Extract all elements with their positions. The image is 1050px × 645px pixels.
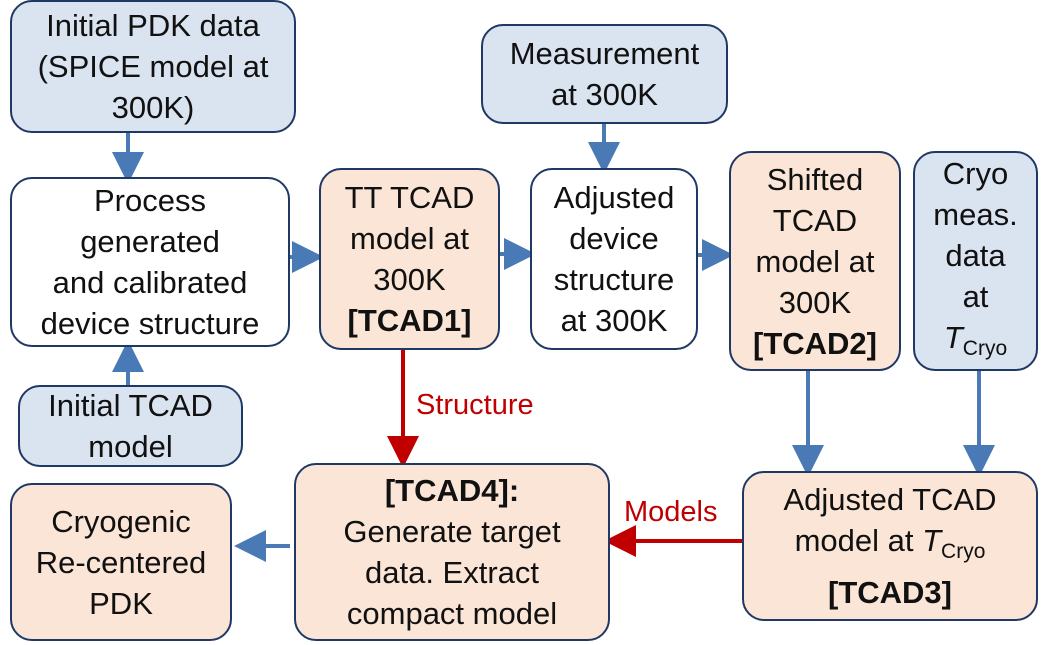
cryo-measurement-box: Cryo meas. data at TCryo [913, 151, 1038, 371]
t-subscript: Cryo [962, 337, 1008, 360]
box-text-line: Cryo [942, 156, 1009, 191]
box-text-line: model at TCryo [795, 520, 986, 572]
initial-pdk-box: Initial PDK data (SPICE model at 300K) [10, 0, 296, 133]
box-text-line: Cryogenic [51, 503, 191, 539]
box-text-line: device [569, 221, 659, 256]
box-text-line: Shifted [766, 161, 864, 197]
box-text-line: 300K [373, 262, 446, 297]
box-text-line: data [945, 238, 1006, 273]
models-label: Models [624, 496, 718, 528]
process-box: Process generated and calibrated device … [10, 177, 290, 347]
box-text-line: Adjusted TCAD [783, 482, 997, 517]
box-text-line: Re-centered [35, 544, 207, 580]
box-text-line: Measurement [509, 36, 700, 71]
cryogenic-pdk-box: Cryogenic Re-centered PDK [10, 483, 232, 641]
box-text-line: structure [553, 262, 675, 297]
box-text-line: Process [94, 183, 206, 218]
box-text-line: compact model [346, 596, 558, 631]
box-text-line: Adjusted [553, 180, 675, 215]
box-text-line: at [962, 279, 989, 314]
tcad1-box: TT TCAD model at 300K [TCAD1] [319, 168, 500, 350]
tcad4-tag: [TCAD4]: [384, 473, 520, 508]
measurement-box: Measurement at 300K [481, 24, 728, 124]
tcad3-tag: [TCAD3] [828, 575, 952, 610]
tcad3-box: Adjusted TCAD model at TCryo [TCAD3] [742, 471, 1038, 621]
initial-tcad-box: Initial TCAD model [18, 385, 243, 467]
tcad4-box: [TCAD4]: Generate target data. Extract c… [294, 463, 610, 641]
t-subscript: Cryo [941, 540, 986, 563]
box-text-line: 300K) [111, 90, 195, 125]
box-text-line: Generate target [343, 514, 561, 549]
structure-label: Structure [416, 389, 534, 421]
box-text-line: Initial TCAD [48, 388, 213, 423]
tcad1-tag: [TCAD1] [347, 303, 472, 338]
adjusted-structure-box: Adjusted device structure at 300K [530, 168, 698, 350]
box-text-line: model at [755, 243, 875, 279]
box-text-line: device structure [40, 306, 260, 341]
tcad2-box: Shifted TCAD model at 300K [TCAD2] [729, 151, 901, 371]
box-text-line: at 300K [551, 77, 658, 112]
tcad2-tag: [TCAD2] [753, 325, 877, 361]
t-symbol: T [922, 523, 942, 558]
t-cryo-symbol: TCryo [944, 317, 1007, 369]
box-text-line: model at [350, 221, 469, 256]
box-text-line: model [88, 429, 173, 464]
box-text-line: TT TCAD [344, 180, 475, 215]
t-symbol: T [943, 320, 963, 355]
box-text-line: PDK [89, 585, 153, 621]
box-text-line: 300K [778, 284, 852, 320]
box-text-line: data. Extract [364, 555, 540, 590]
model-at-text: model at [794, 523, 923, 558]
box-text-line: (SPICE model at [37, 49, 269, 84]
box-text-line: TCAD [772, 202, 858, 238]
box-text-line: and calibrated [52, 265, 248, 300]
box-text-line: Initial PDK data [46, 8, 260, 43]
box-text-line: at 300K [560, 303, 668, 338]
box-text-line: generated [80, 224, 220, 259]
box-text-line: meas. [933, 197, 1018, 232]
